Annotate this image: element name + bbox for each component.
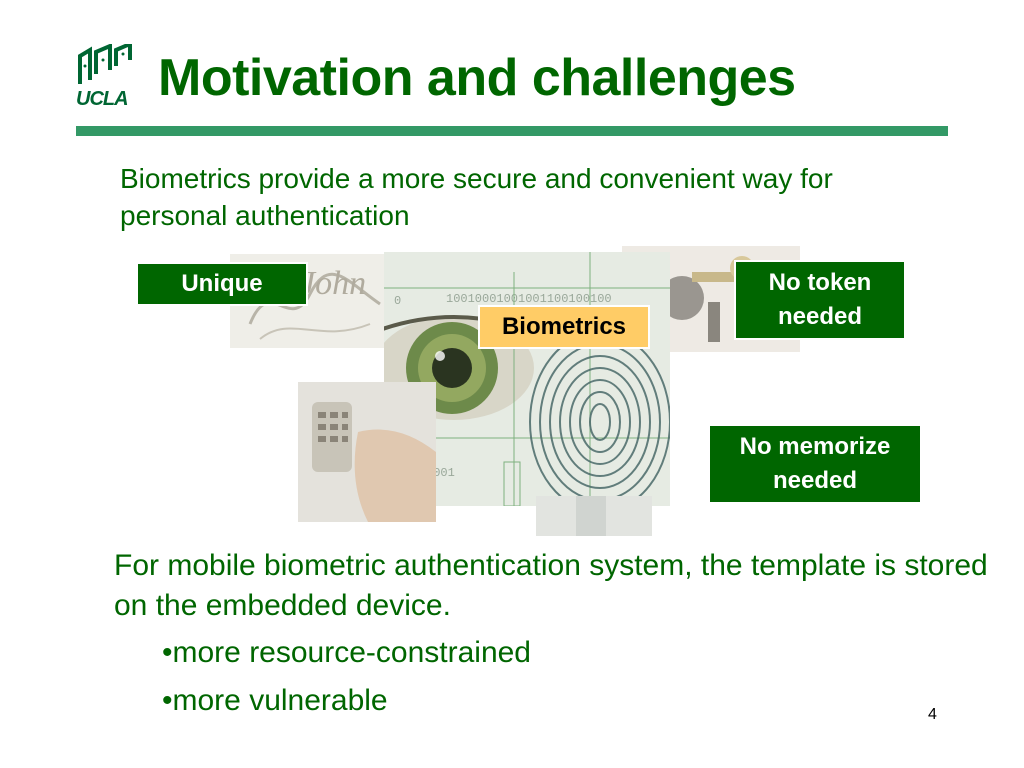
biometrics-box: Biometrics	[478, 305, 650, 349]
signature-text: John	[300, 265, 366, 302]
mobile-text: For mobile biometric authentication syst…	[114, 549, 988, 622]
no-memorize-box: No memorize needed	[708, 424, 922, 504]
ucla-logo-text: UCLA	[76, 88, 129, 110]
unique-box: Unique	[136, 262, 308, 306]
bullet-vulnerable: •more vulnerable	[162, 684, 388, 717]
title-underline	[76, 126, 948, 136]
binary-zero-text: 0	[394, 294, 401, 308]
ucla-logo: UCLA	[74, 40, 136, 116]
bullet-resource: •more resource-constrained	[162, 636, 531, 669]
door-image	[536, 496, 652, 536]
slide-title: Motivation and challenges	[158, 49, 796, 107]
intro-text: Biometrics provide a more secure and con…	[120, 163, 833, 231]
biometric-collage: John 10010001001001100100100 0 001001001	[230, 246, 810, 536]
no-token-box: No token needed	[734, 260, 906, 340]
keypad-image	[298, 382, 436, 522]
page-number: 4	[928, 706, 937, 723]
binary-top-text: 10010001001001100100100	[446, 292, 612, 306]
ucla-logo-icon	[78, 40, 132, 84]
